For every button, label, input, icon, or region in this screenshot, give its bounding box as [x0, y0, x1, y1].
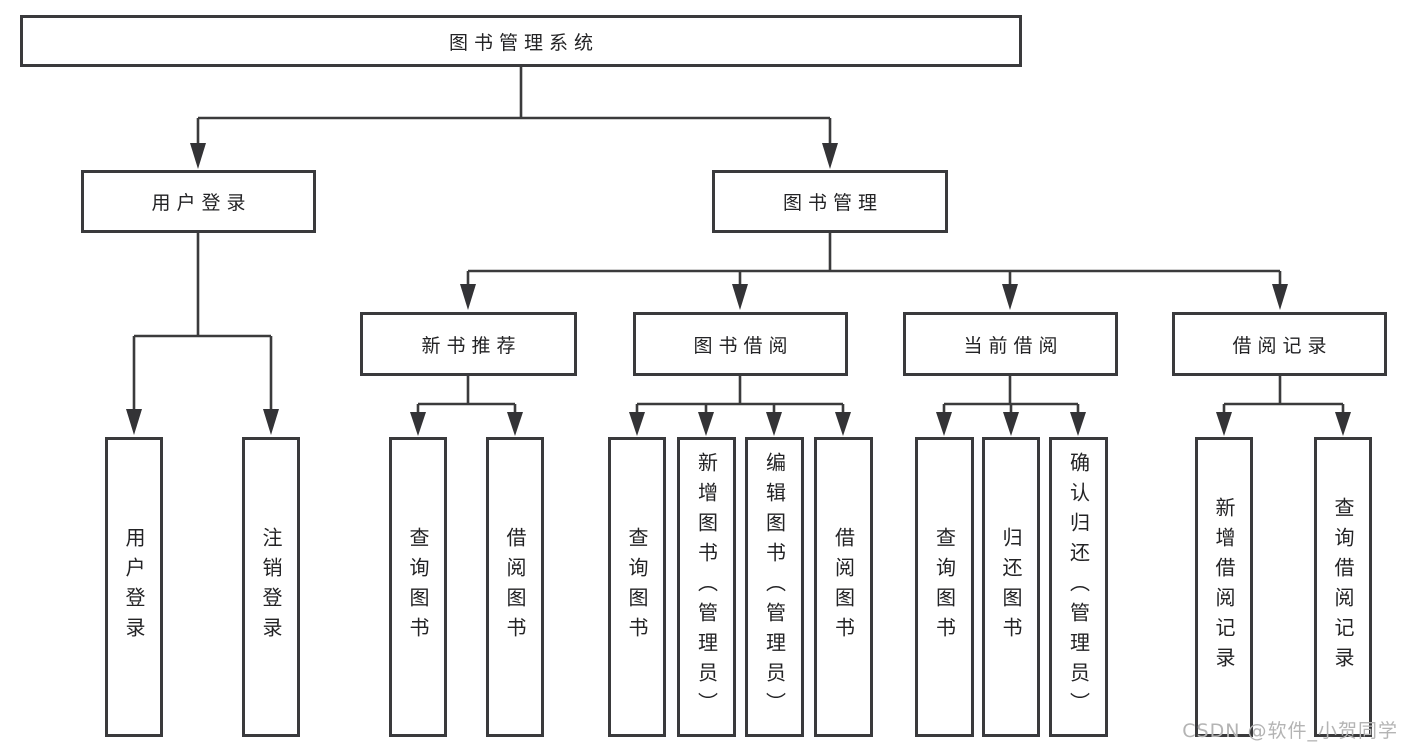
node-query-books-current: 查询图书 [915, 437, 974, 737]
connector-book-management-children [460, 233, 1288, 310]
node-user-login-leaf: 用户登录 [105, 437, 163, 737]
arrowhead [1335, 412, 1351, 436]
node-borrowing-records: 借阅记录 [1172, 312, 1387, 376]
node-edit-books-admin: 编辑图书（管理员） [745, 437, 804, 737]
connector-user-login-children [126, 233, 279, 435]
node-new-book-recommendation: 新书推荐 [360, 312, 577, 376]
arrowhead [732, 284, 748, 310]
arrowhead [1002, 284, 1018, 310]
arrowhead [835, 412, 851, 436]
node-return-books: 归还图书 [982, 437, 1040, 737]
node-current-borrowing: 当前借阅 [903, 312, 1118, 376]
csdn-watermark: CSDN @软件_小贺同学 [1182, 720, 1398, 742]
node-confirm-return-admin: 确认归还（管理员） [1049, 437, 1108, 737]
arrowhead [1272, 284, 1288, 310]
node-borrow-books-recommend: 借阅图书 [486, 437, 544, 737]
connector-root-to-level2 [190, 67, 838, 169]
connector-new-book-children [410, 376, 523, 436]
node-book-management: 图书管理 [712, 170, 948, 233]
arrowhead [263, 409, 279, 435]
arrowhead [698, 412, 714, 436]
arrowhead [1003, 412, 1019, 436]
node-logout-leaf: 注销登录 [242, 437, 300, 737]
arrowhead [822, 143, 838, 169]
arrowhead [936, 412, 952, 436]
arrowhead [507, 412, 523, 436]
node-query-books-borrowing: 查询图书 [608, 437, 666, 737]
arrowhead [460, 284, 476, 310]
arrowhead [1216, 412, 1232, 436]
node-add-borrow-record: 新增借阅记录 [1195, 437, 1253, 737]
connector-current-borrow-children [936, 376, 1086, 436]
node-book-borrowing: 图书借阅 [633, 312, 848, 376]
connector-borrow-record-children [1216, 376, 1351, 436]
node-add-books-admin: 新增图书（管理员） [677, 437, 736, 737]
node-root: 图书管理系统 [20, 15, 1022, 67]
node-user-login: 用户登录 [81, 170, 316, 233]
arrowhead [190, 143, 206, 169]
arrowhead [1070, 412, 1086, 436]
arrowhead [629, 412, 645, 436]
arrowhead [410, 412, 426, 436]
node-query-books-recommend: 查询图书 [389, 437, 447, 737]
node-query-borrow-record: 查询借阅记录 [1314, 437, 1372, 737]
node-borrow-books-borrowing: 借阅图书 [814, 437, 873, 737]
arrowhead [766, 412, 782, 436]
connector-book-borrow-children [629, 376, 851, 436]
arrowhead [126, 409, 142, 435]
